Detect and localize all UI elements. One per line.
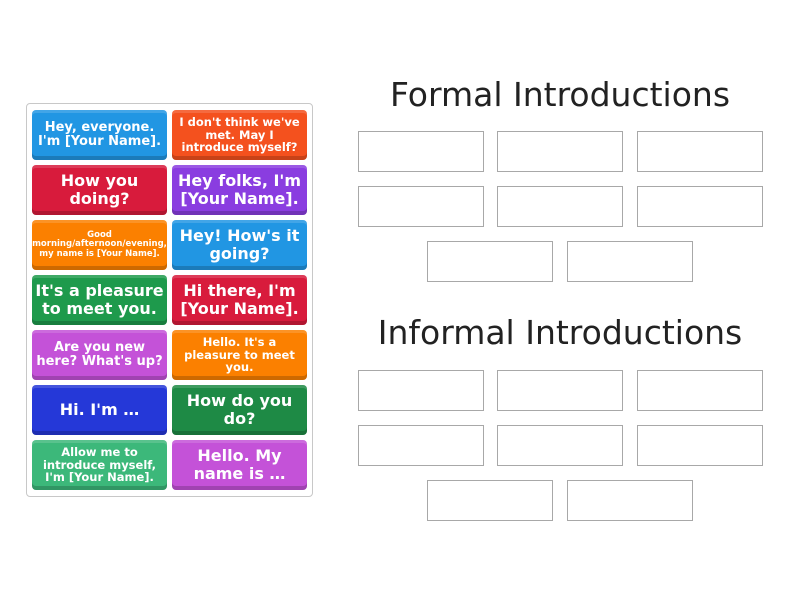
draggable-card[interactable]: Hello. My name is … [172,440,307,490]
formal-drop-slot[interactable] [358,186,484,227]
formal-drop-slot[interactable] [497,186,623,227]
draggable-card[interactable]: Allow me to introduce myself, I'm [Your … [32,440,167,490]
draggable-card[interactable]: Hello. It's a pleasure to meet you. [172,330,307,380]
formal-drop-slot[interactable] [637,186,763,227]
informal-drop-slot[interactable] [497,370,623,411]
card-bank: Hey, everyone. I'm [Your Name].I don't t… [26,103,313,497]
draggable-card[interactable]: I don't think we've met. May I introduce… [172,110,307,160]
draggable-card[interactable]: Hey! How's it going? [172,220,307,270]
informal-drop-slot[interactable] [358,370,484,411]
draggable-card[interactable]: Are you new here? What's up? [32,330,167,380]
draggable-card[interactable]: Hi. I'm … [32,385,167,435]
informal-drop-slot[interactable] [567,480,693,521]
formal-drop-slot[interactable] [497,131,623,172]
draggable-card[interactable]: How you doing? [32,165,167,215]
informal-drop-slot[interactable] [358,425,484,466]
draggable-card[interactable]: Hey, everyone. I'm [Your Name]. [32,110,167,160]
group-title-informal: Informal Introductions [377,313,743,352]
informal-drop-slot[interactable] [427,480,553,521]
formal-drop-slot[interactable] [637,131,763,172]
informal-drop-slot[interactable] [497,425,623,466]
draggable-card[interactable]: It's a pleasure to meet you. [32,275,167,325]
draggable-card[interactable]: Hi there, I'm [Your Name]. [172,275,307,325]
draggable-card[interactable]: Hey folks, I'm [Your Name]. [172,165,307,215]
formal-drop-slot[interactable] [358,131,484,172]
group-title-formal: Formal Introductions [389,75,731,114]
draggable-card[interactable]: Good morning/afternoon/evening, my name … [32,220,167,270]
formal-drop-slot[interactable] [567,241,693,282]
draggable-card[interactable]: How do you do? [172,385,307,435]
informal-drop-slot[interactable] [637,370,763,411]
informal-drop-slot[interactable] [637,425,763,466]
formal-drop-slot[interactable] [427,241,553,282]
